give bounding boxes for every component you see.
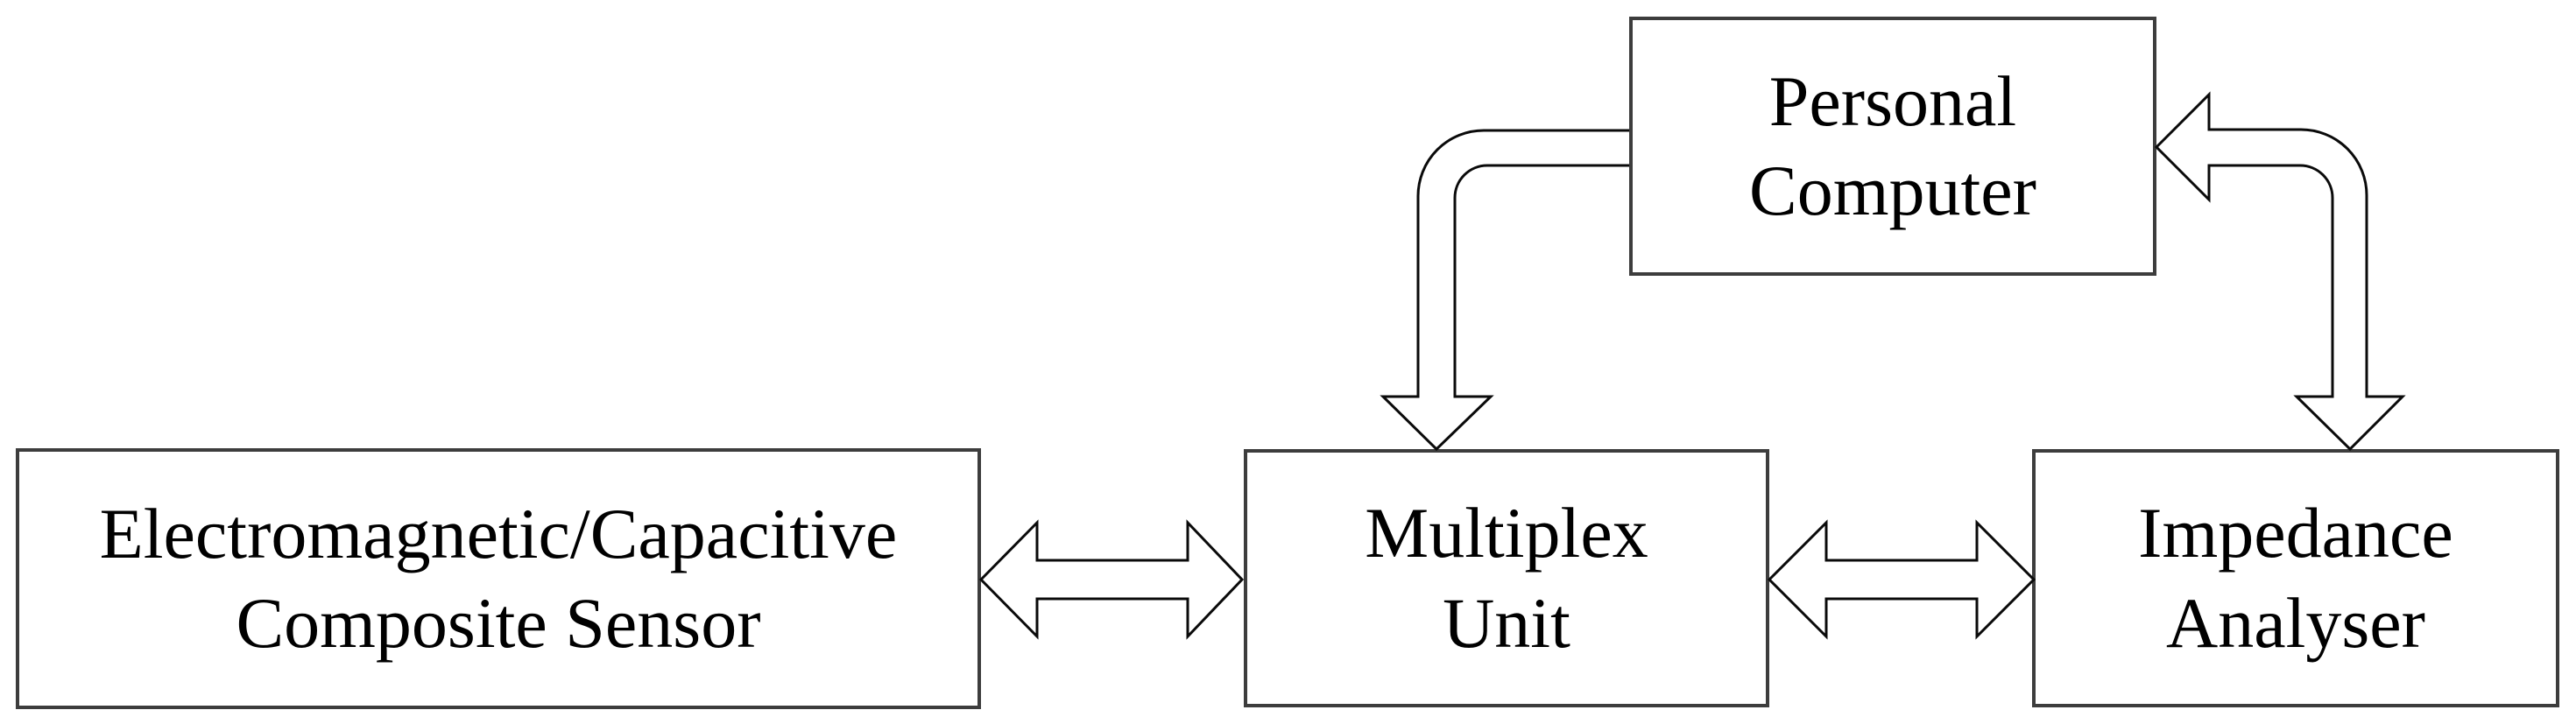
personal-computer-box: Personal Computer (1629, 17, 2156, 276)
sensor-box: Electromagnetic/Capacitive Composite Sen… (16, 448, 981, 709)
double-arrow-icon-sensor-multiplex (978, 519, 1245, 640)
sensor-box-line1: Electromagnetic/Capacitive (99, 493, 898, 573)
multiplex-unit-box: Multiplex Unit (1244, 449, 1769, 707)
bent-arrow-icon-pc-multiplex (1380, 129, 1629, 452)
personal-computer-box-line1: Personal (1768, 60, 2017, 141)
bent-double-arrow-icon-pc-impedance (2154, 91, 2406, 452)
multiplex-unit-box-line2: Unit (1443, 582, 1570, 663)
impedance-analyser-box-line1: Impedance (2138, 493, 2453, 573)
impedance-analyser-box-line2: Analyser (2165, 582, 2425, 663)
personal-computer-box-line2: Computer (1749, 151, 2036, 230)
sensor-box-line2: Composite Sensor (236, 583, 761, 663)
impedance-analyser-box: Impedance Analyser (2032, 449, 2559, 707)
multiplex-unit-box-line1: Multiplex (1365, 493, 1648, 573)
double-arrow-icon-multiplex-impedance (1767, 519, 2036, 640)
